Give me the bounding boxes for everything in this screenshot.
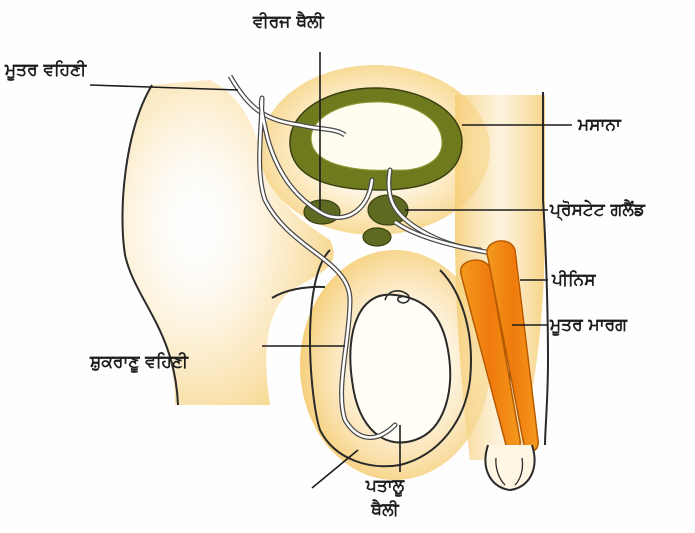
prostate-gland	[368, 195, 408, 225]
label-seminal-vesicle: ਵੀਰਜ ਥੈਲੀ	[253, 12, 324, 32]
label-ureter: ਮੂਤਰ ਵਹਿਣੀ	[5, 60, 86, 80]
glans	[485, 445, 534, 490]
label-scrotum-line1: ਪਤਾਲੂ	[350, 476, 420, 496]
label-urethra: ਮੂਤਰ ਮਾਰਗ	[550, 315, 627, 335]
label-scrotum-line2: ਥੈਲੀ	[350, 500, 420, 520]
testis	[350, 295, 450, 443]
bulbourethral-gland	[363, 228, 391, 246]
label-vas-deferens: ਸ਼ੁਕਰਾਣੂ ਵਹਿਣੀ	[90, 352, 188, 372]
label-penis: ਪੀਨਿਸ	[552, 270, 596, 290]
label-prostate-gland: ਪ੍ਰੋਸਟੇਟ ਗਲੈਂਡ	[550, 200, 645, 220]
label-bladder: ਮਸਾਨਾ	[578, 115, 621, 135]
